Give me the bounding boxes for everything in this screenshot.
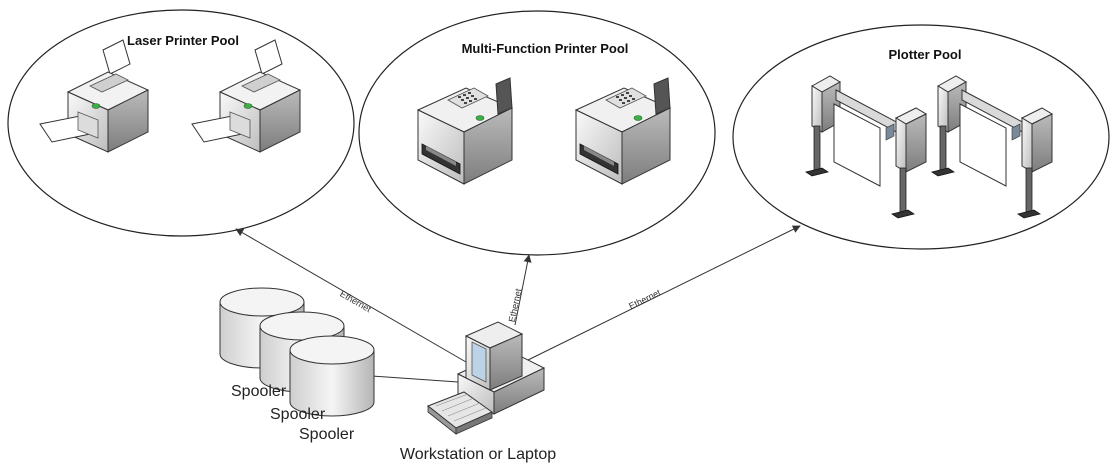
pool-laser: Laser Printer Pool <box>7 9 355 237</box>
ethernet-link-multifunction <box>514 254 532 326</box>
workstation-label: Workstation or Laptop <box>400 446 556 463</box>
pool-boundary <box>358 10 716 256</box>
workstation: Workstation or Laptop <box>400 321 556 463</box>
ethernet-link-plotter <box>527 225 801 361</box>
spooler-stack: Spooler Spooler Spooler <box>219 287 375 443</box>
pool-title: Plotter Pool <box>889 47 962 62</box>
workstation-icon <box>427 321 546 435</box>
pool-multifunction: Multi-Function Printer Pool <box>358 10 716 256</box>
spooler-label: Spooler <box>299 426 355 443</box>
spooler-label: Spooler <box>270 406 326 423</box>
ethernet-label: Ethernet <box>627 287 662 311</box>
pool-title: Laser Printer Pool <box>127 33 239 48</box>
spooler-disk-icon <box>289 335 375 417</box>
ethernet-link-laser <box>235 228 467 363</box>
spooler-label: Spooler <box>231 383 287 400</box>
pool-plotter: Plotter Pool <box>732 24 1110 250</box>
ethernet-label: Ethernet <box>338 289 373 315</box>
pool-title: Multi-Function Printer Pool <box>462 41 629 56</box>
ethernet-label: Ethernet <box>507 287 524 323</box>
spooler-link <box>371 375 459 383</box>
